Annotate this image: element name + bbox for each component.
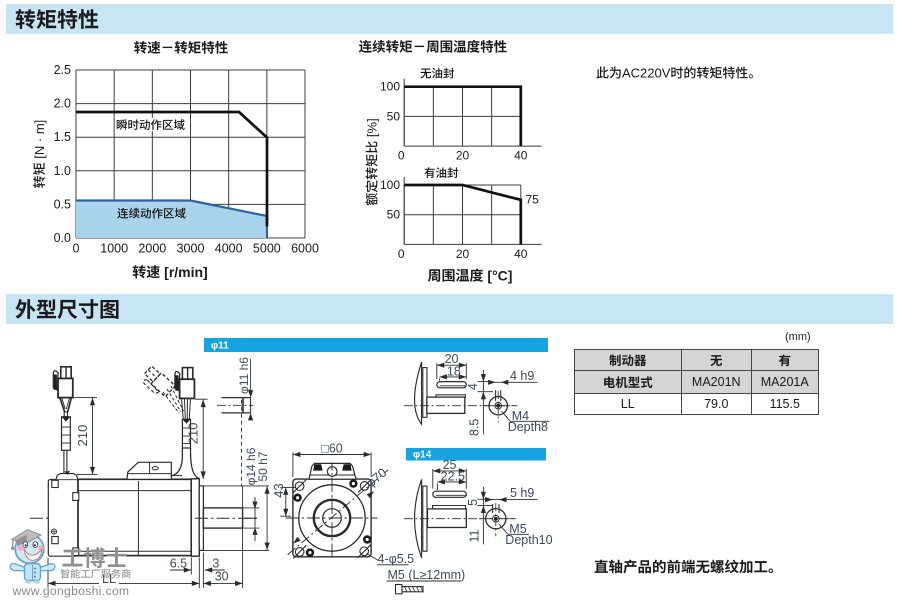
svg-text:0: 0 — [73, 242, 80, 256]
svg-text:4000: 4000 — [215, 242, 243, 256]
svg-text:瞬时动作区域: 瞬时动作区域 — [116, 117, 185, 133]
svg-text:φ11: φ11 — [211, 341, 229, 352]
svg-text:2000: 2000 — [138, 242, 166, 256]
svg-text:1.5: 1.5 — [54, 130, 71, 144]
svg-text:φ14 h6: φ14 h6 — [244, 447, 258, 485]
svg-text:φ14: φ14 — [413, 450, 432, 461]
svg-text:连续动作区域: 连续动作区域 — [117, 206, 186, 222]
svg-text:此为AC220V时的转矩特性。: 此为AC220V时的转矩特性。 — [596, 63, 761, 82]
svg-text:22.5: 22.5 — [441, 469, 465, 483]
svg-text:转矩 [N · m]: 转矩 [N · m] — [29, 120, 48, 189]
svg-text:M5: M5 — [509, 522, 526, 536]
svg-text:11: 11 — [467, 529, 481, 542]
svg-text:M5 (L≥12mm): M5 (L≥12mm) — [388, 568, 466, 582]
svg-text:智能工厂服务商: 智能工厂服务商 — [60, 566, 131, 581]
svg-text:1.0: 1.0 — [54, 164, 71, 178]
svg-text:43: 43 — [271, 483, 286, 497]
svg-text:25: 25 — [443, 458, 457, 472]
svg-text:20: 20 — [456, 247, 470, 261]
svg-text:0: 0 — [398, 247, 405, 261]
svg-text:转速 [r/min]: 转速 [r/min] — [132, 262, 207, 282]
svg-text:210: 210 — [185, 423, 200, 445]
svg-text:无油封: 无油封 — [420, 66, 455, 82]
svg-text:www.gongboshi.com: www.gongboshi.com — [12, 584, 130, 598]
svg-text:40: 40 — [514, 247, 528, 261]
svg-text:4 h9: 4 h9 — [510, 369, 534, 383]
svg-text:Depth10: Depth10 — [505, 533, 552, 547]
svg-text:5 h9: 5 h9 — [510, 486, 534, 500]
svg-text:5000: 5000 — [253, 242, 281, 256]
svg-text:φ11 h6: φ11 h6 — [237, 357, 251, 394]
svg-text:转速－转矩特性: 转速－转矩特性 — [134, 37, 229, 57]
svg-text:额定转矩比 [%]: 额定转矩比 [%] — [362, 118, 381, 205]
svg-text:2.0: 2.0 — [54, 97, 71, 111]
svg-text:6.5: 6.5 — [170, 557, 187, 571]
svg-text:100: 100 — [380, 178, 400, 192]
svg-text:周围温度 [°C]: 周围温度 [°C] — [428, 266, 513, 286]
svg-text:Depth8: Depth8 — [508, 420, 548, 434]
svg-text:2.5: 2.5 — [54, 63, 71, 77]
svg-text:3: 3 — [212, 557, 219, 571]
svg-text:0.0: 0.0 — [54, 231, 71, 245]
svg-text:8.5: 8.5 — [467, 419, 481, 436]
svg-text:18: 18 — [447, 364, 461, 378]
svg-text:4-φ5.5: 4-φ5.5 — [378, 552, 415, 566]
svg-text:6000: 6000 — [291, 242, 319, 256]
svg-text:40: 40 — [514, 149, 528, 163]
svg-text:0.5: 0.5 — [54, 197, 71, 211]
svg-text:100: 100 — [380, 80, 400, 94]
svg-text:0: 0 — [398, 149, 405, 163]
svg-text:50 h7: 50 h7 — [256, 451, 270, 481]
svg-text:□60: □60 — [321, 441, 343, 455]
svg-text:210: 210 — [75, 425, 90, 447]
svg-text:4: 4 — [466, 383, 480, 390]
svg-text:20: 20 — [456, 149, 470, 163]
svg-text:50: 50 — [387, 109, 401, 123]
svg-text:3000: 3000 — [177, 242, 205, 256]
svg-text:有油封: 有油封 — [424, 165, 459, 181]
svg-text:30: 30 — [215, 570, 229, 584]
svg-text:75: 75 — [526, 193, 540, 207]
svg-text:连续转矩－周围温度特性: 连续转矩－周围温度特性 — [359, 36, 508, 56]
svg-text:1000: 1000 — [100, 242, 128, 256]
svg-text:20: 20 — [445, 352, 459, 366]
svg-text:50: 50 — [387, 208, 401, 222]
svg-text:M4: M4 — [512, 409, 529, 423]
svg-text:工博士: 工博士 — [62, 541, 128, 573]
svg-text:LL: LL — [102, 572, 116, 586]
svg-text:5: 5 — [466, 499, 480, 506]
